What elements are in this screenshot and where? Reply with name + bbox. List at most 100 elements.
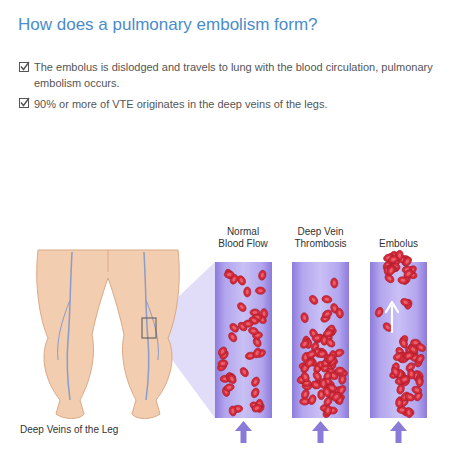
legs-figure [37, 250, 180, 419]
cell-body [325, 352, 337, 364]
cell-center [255, 339, 260, 345]
cell-body [415, 342, 427, 353]
cell-body [388, 255, 400, 265]
cell-center [313, 383, 319, 388]
cell-center [410, 347, 416, 352]
panel-label: Deep Vein Thrombosis [289, 226, 352, 250]
cell-body [307, 394, 317, 406]
cell-body [403, 351, 415, 361]
red-blood-cell [338, 374, 347, 385]
cell-body [321, 295, 332, 304]
red-blood-cell [307, 394, 317, 406]
cell-body [330, 278, 338, 289]
cell-center [338, 369, 343, 372]
flow-arrow [235, 421, 252, 443]
cell-center [406, 353, 412, 357]
cell-center [389, 268, 394, 274]
cell-body [335, 308, 344, 319]
red-blood-cell [399, 374, 411, 384]
cell-center [262, 311, 265, 316]
cell-body [397, 276, 408, 284]
red-blood-cell [335, 308, 344, 319]
cell-center [220, 362, 225, 366]
cell-body [405, 407, 414, 418]
red-blood-cell [403, 351, 415, 361]
red-blood-cell [250, 376, 261, 388]
red-blood-cell [224, 271, 234, 279]
cell-center [339, 387, 344, 393]
red-blood-cell [388, 255, 400, 265]
cell-body [250, 376, 261, 388]
red-blood-cell [374, 306, 385, 318]
cell-center [315, 373, 320, 379]
cell-center [253, 311, 258, 314]
vessel [370, 262, 427, 418]
red-blood-cell [415, 342, 427, 353]
zoom-frame [142, 318, 156, 338]
cell-center [320, 352, 325, 356]
movement-arrow [386, 302, 398, 332]
red-blood-cell [228, 322, 240, 334]
red-blood-cell [390, 366, 401, 378]
red-blood-cell [299, 338, 311, 350]
cell-center [324, 297, 329, 301]
cell-center [255, 350, 260, 356]
red-blood-cell [248, 326, 259, 335]
cell-body [299, 338, 311, 350]
cell-body [304, 357, 316, 369]
cell-body [338, 374, 347, 385]
check-mark [21, 62, 29, 70]
red-blood-cell [223, 383, 235, 393]
red-blood-cell [414, 353, 426, 365]
vessel [215, 262, 272, 418]
cell-center [418, 345, 424, 350]
cell-body [374, 306, 385, 318]
cell-center [220, 349, 225, 355]
flow-arrow [390, 421, 407, 443]
cell-body [323, 405, 332, 416]
leg-contour [108, 250, 109, 272]
cell-center [328, 340, 334, 345]
figure-label: Deep Veins of the Leg [20, 424, 180, 436]
cell-center [302, 341, 307, 347]
cell-center [405, 259, 410, 265]
red-blood-cell [236, 301, 248, 313]
checkbox-icon [20, 63, 29, 72]
cell-center [239, 304, 244, 310]
cell-center [387, 276, 393, 281]
red-blood-cell [255, 287, 265, 295]
cell-center [401, 340, 406, 346]
cell-center [406, 271, 412, 276]
cell-body [248, 326, 259, 335]
cell-center [231, 408, 235, 413]
cell-center [338, 311, 342, 316]
cell-body [251, 403, 263, 413]
cell-body [226, 373, 238, 385]
cell-center [328, 356, 334, 361]
cell-center [417, 356, 422, 362]
red-blood-cell [397, 276, 408, 284]
cell-body [258, 270, 267, 281]
cell-center [231, 325, 236, 331]
bullet-text: The embolus is dislodged and travels to … [34, 59, 439, 91]
cell-center [391, 257, 396, 261]
cell-body [386, 264, 397, 276]
cell-center [398, 386, 402, 391]
cell-center [393, 369, 398, 375]
cell-body [398, 337, 409, 349]
cell-center [324, 312, 330, 317]
red-blood-cell [311, 370, 323, 382]
cell-center [400, 408, 405, 411]
bullet-text: 90% or more of VTE originates in the dee… [34, 96, 439, 112]
cell-center [409, 371, 413, 376]
cell-center [246, 290, 249, 295]
vessel-panels [215, 262, 427, 418]
cell-body [300, 371, 311, 383]
cell-center [258, 289, 263, 292]
cell-body [300, 312, 309, 323]
panel-label: Embolus [363, 238, 434, 250]
flow-arrow [235, 421, 407, 443]
cell-body [217, 345, 229, 357]
cell-body [250, 387, 261, 399]
cell-body [322, 386, 332, 398]
